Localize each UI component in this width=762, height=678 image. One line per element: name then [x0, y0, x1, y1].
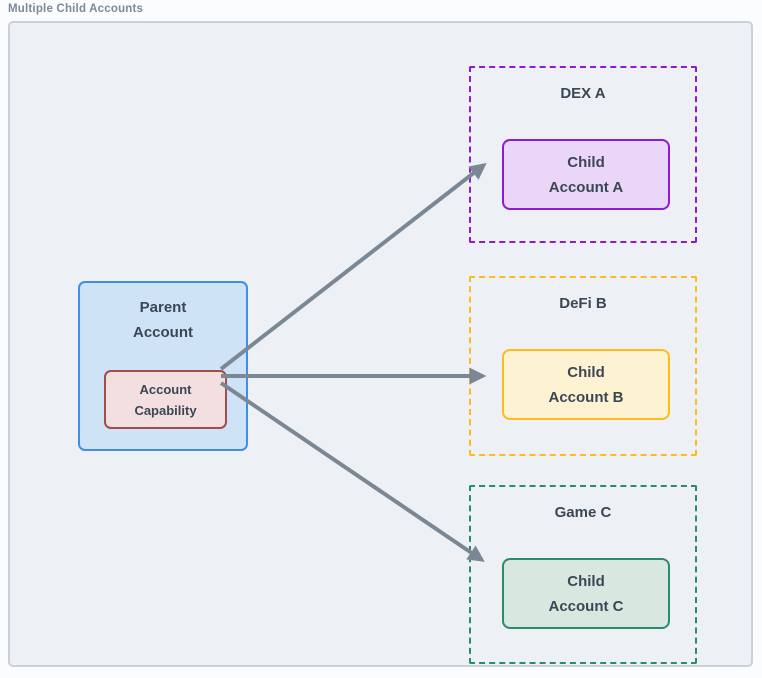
parent-account-label: Parent Account [133, 299, 193, 341]
child-account-c-label: Child Account C [548, 572, 624, 615]
diagram-canvas: Parent Account Account Capability DEX A … [8, 21, 753, 667]
parent-account-node: Parent Account Account Capability [78, 281, 248, 451]
diagram-title: Multiple Child Accounts [8, 3, 144, 15]
child-account-a-node: Child Account A [502, 139, 670, 210]
zone-dex-a: DEX A Child Account A [469, 66, 697, 243]
zone-defi-b: DeFi B Child Account B [469, 276, 697, 456]
account-capability-label: Account Capability [134, 381, 197, 418]
account-capability-node: Account Capability [104, 370, 227, 429]
zone-game-c-title: Game C [554, 504, 612, 521]
child-account-b-node: Child Account B [502, 349, 670, 420]
zone-dex-a-title: DEX A [560, 85, 606, 102]
zone-defi-b-title: DeFi B [559, 295, 607, 312]
child-account-b-label: Child Account B [548, 363, 624, 406]
child-account-c-node: Child Account C [502, 558, 670, 629]
child-account-a-label: Child Account A [548, 153, 624, 196]
zone-game-c: Game C Child Account C [469, 485, 697, 664]
